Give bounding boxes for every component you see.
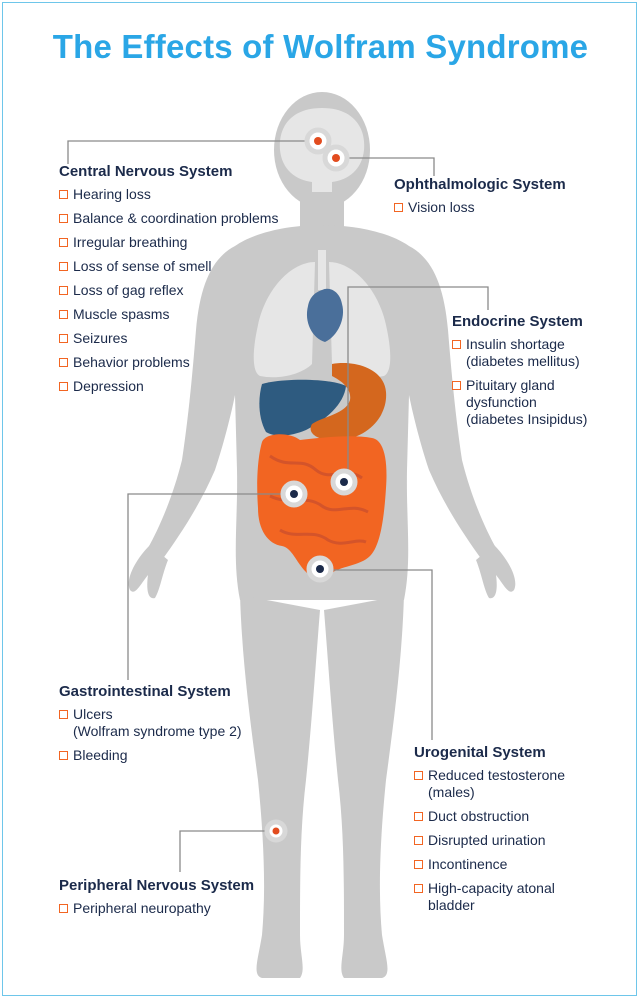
urogenital-list: Reduced testosterone (males) Duct obstru…: [414, 767, 565, 914]
marker-dot-brain-1: [314, 137, 322, 145]
cns-item: Loss of gag reflex: [59, 282, 278, 299]
stomach-shape: [310, 363, 387, 441]
urogenital-heading: Urogenital System: [414, 744, 546, 761]
left-hand-shape: [128, 545, 168, 599]
gastro-list: Ulcers (Wolfram syndrome type 2) Bleedin…: [59, 706, 242, 764]
connector-endocrine: [347, 286, 489, 478]
connector-peripheral: [179, 830, 276, 872]
connector-urogenital: [320, 569, 433, 740]
endocrine-item: Pituitary gland dysfunction (diabetes In…: [452, 377, 587, 428]
cns-item: Hearing loss: [59, 186, 278, 203]
urogenital-group: Urogenital System Reduced testosterone (…: [414, 744, 565, 921]
intestine-fold-3: [279, 528, 367, 545]
endocrine-item: Insulin shortage (diabetes mellitus): [452, 336, 587, 370]
gastro-item: Ulcers (Wolfram syndrome type 2): [59, 706, 242, 740]
cns-item: Balance & coordination problems: [59, 210, 278, 227]
page-title: The Effects of Wolfram Syndrome: [52, 28, 589, 65]
left-lung-shape: [253, 262, 315, 378]
left-leg-shape: [240, 595, 320, 978]
peripheral-item: Peripheral neuropathy: [59, 900, 254, 917]
peripheral-group: Peripheral Nervous System Peripheral neu…: [59, 877, 254, 924]
marker-dot-leg: [272, 827, 280, 835]
connector-ophthalmologic: [336, 157, 435, 176]
gastro-group: Gastrointestinal System Ulcers (Wolfram …: [59, 683, 242, 771]
cns-item: Seizures: [59, 330, 278, 347]
endocrine-heading: Endocrine System: [452, 313, 583, 330]
marker-dot-gastro: [290, 490, 298, 498]
urogenital-item: High-capacity atonal bladder: [414, 880, 565, 914]
connector-gastro: [127, 493, 294, 680]
endocrine-group: Endocrine System Insulin shortage (diabe…: [452, 313, 587, 435]
gastro-item: Bleeding: [59, 747, 242, 764]
marker-dot-brain-2: [332, 154, 340, 162]
cns-item: Loss of sense of smell: [59, 258, 278, 275]
cns-list: Hearing loss Balance & coordination prob…: [59, 186, 278, 395]
connector-cns: [67, 140, 314, 164]
marker-dot-bladder: [316, 565, 324, 573]
ophthalmologic-group: Ophthalmologic System Vision loss: [394, 176, 566, 223]
peripheral-list: Peripheral neuropathy: [59, 900, 254, 917]
gastro-heading: Gastrointestinal System: [59, 683, 231, 700]
right-leg-shape: [324, 595, 404, 978]
ophthalmologic-heading: Ophthalmologic System: [394, 176, 566, 193]
right-hand-shape: [476, 545, 516, 599]
liver-shape: [259, 379, 346, 436]
ophthalmologic-list: Vision loss: [394, 199, 566, 216]
heart-shape: [306, 288, 344, 342]
urogenital-item: Duct obstruction: [414, 808, 565, 825]
cns-heading: Central Nervous System: [59, 163, 233, 180]
urogenital-item: Incontinence: [414, 856, 565, 873]
cns-item: Muscle spasms: [59, 306, 278, 323]
ophthalmologic-item: Vision loss: [394, 199, 566, 216]
endocrine-list: Insulin shortage (diabetes mellitus) Pit…: [452, 336, 587, 428]
cns-item: Behavior problems: [59, 354, 278, 371]
markers: [264, 127, 358, 843]
cns-item: Depression: [59, 378, 278, 395]
urogenital-item: Reduced testosterone (males): [414, 767, 565, 801]
trachea-shape: [318, 250, 326, 290]
cns-item: Irregular breathing: [59, 234, 278, 251]
peripheral-heading: Peripheral Nervous System: [59, 877, 255, 894]
marker-dot-pancreas: [340, 478, 348, 486]
urogenital-item: Disrupted urination: [414, 832, 565, 849]
right-lung-shape: [329, 262, 391, 378]
cns-group: Central Nervous System Hearing loss Bala…: [59, 163, 278, 402]
connector-lines: [67, 140, 489, 872]
